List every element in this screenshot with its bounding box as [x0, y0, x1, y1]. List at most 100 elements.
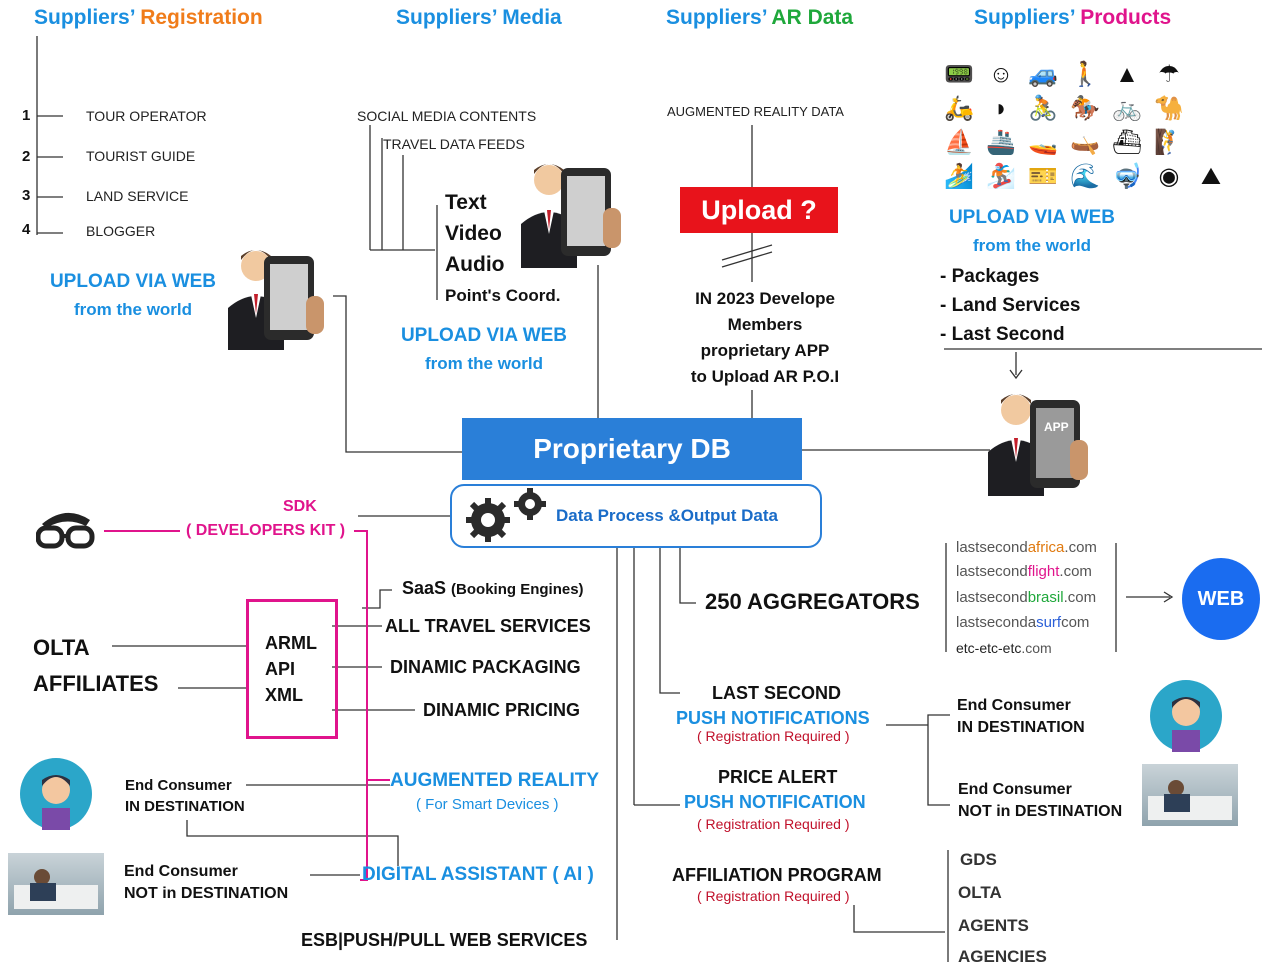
registration-required-2: ( Registration Required ) [697, 816, 850, 832]
paraglider-icon: ☂ [1158, 61, 1180, 88]
businessman-app-phone-icon [988, 394, 1088, 496]
scooter-icon: 🛵 [944, 95, 974, 122]
blank-icon [1190, 126, 1232, 160]
all-travel-services: ALL TRAVEL SERVICES [385, 616, 591, 636]
affiliation-program-label: AFFILIATION PROGRAM [672, 865, 882, 885]
sailboat-icon: ⛵ [944, 129, 974, 156]
blank-icon [1190, 92, 1232, 126]
channel-olta: OLTA [958, 883, 1002, 902]
channel-gds: GDS [960, 850, 997, 869]
data-process-box: Data Process &Output Data [450, 484, 822, 548]
header-media: Suppliers’ Media [396, 6, 562, 29]
push-notification-label: PUSH NOTIFICATION [684, 792, 866, 812]
media-feed-social: SOCIAL MEDIA CONTENTS [357, 108, 537, 124]
kayak-icon: 🛶 [1070, 129, 1100, 156]
registration-required-1: ( Registration Required ) [697, 728, 850, 744]
registration-num-2: 2 [22, 148, 31, 165]
horse-rider-icon: 🏇 [1070, 95, 1100, 122]
rock-climb-icon: ⛰ [1200, 163, 1222, 190]
media-type-audio: Audio [445, 253, 505, 276]
businessman-phone-icon [521, 164, 621, 268]
media-type-video: Video [445, 222, 502, 245]
right-consumer-in-destination: End Consumer IN DESTINATION [957, 697, 1085, 736]
channel-agents: AGENTS [958, 916, 1029, 935]
header-ar-data: Suppliers’ AR Data [666, 6, 854, 29]
cruise-ship-icon: 🚢 [986, 129, 1016, 156]
consumer-avatar-icon [20, 758, 92, 830]
consumer-avatar-icon [1150, 680, 1222, 752]
products-upload-cta: UPLOAD VIA WEB from the world [948, 207, 1116, 255]
speedboat-icon: 🚤 [1028, 129, 1058, 156]
site-lastsecondbrasil[interactable]: lastsecondbrasil.com [956, 589, 1097, 606]
bicycle-icon: 🚲 [1112, 95, 1142, 122]
registration-item-tourist-guide: TOURIST GUIDE [86, 148, 196, 164]
registration-item-tour-operator: TOUR OPERATOR [86, 108, 207, 124]
augmented-reality-label: AUGMENTED REALITY [390, 770, 599, 791]
cyclist-icon: 🚴 [1028, 95, 1058, 122]
camel-icon: 🐪 [1154, 95, 1184, 122]
climber-icon: 🧗 [1154, 129, 1184, 156]
jeep-icon: 🚙 [1028, 61, 1058, 88]
media-type-coord: Point's Coord. [445, 286, 561, 305]
augmented-reality-sub: ( For Smart Devices ) [416, 796, 559, 813]
snowboard-icon: 🏂 [986, 163, 1016, 190]
gps-icon: 📟 [944, 61, 974, 88]
tent-icon: ▲ [1115, 61, 1139, 88]
olta-label: OLTA [33, 635, 90, 660]
registration-upload-cta: UPLOAD VIA WEB from the world [49, 271, 217, 319]
sdk-label: SDK [283, 498, 317, 515]
windsurf-icon: 🏄 [944, 163, 974, 190]
esb-web-services: ESB|PUSH/PULL WEB SERVICES [301, 930, 588, 950]
site-lastsecondflight[interactable]: lastsecondflight.com [956, 563, 1092, 580]
registration-num-3: 3 [22, 187, 31, 204]
registration-num-4: 4 [22, 221, 31, 238]
digital-assistant-label: DIGITAL ASSISTANT ( AI ) [362, 864, 594, 885]
businessman-phone-icon [228, 250, 324, 350]
dinamic-pricing: DINAMIC PRICING [423, 700, 580, 720]
last-second-label: LAST SECOND [712, 683, 842, 703]
ticket-icon: 🎫 [1028, 163, 1058, 190]
relaxing-man-photo [8, 853, 104, 915]
price-alert-label: PRICE ALERT [718, 767, 838, 787]
app-label: APP [1044, 420, 1069, 434]
media-type-text: Text [445, 191, 487, 214]
products-list: - Packages - Land Services - Last Second [940, 266, 1081, 345]
developer-glasses-icon [36, 512, 95, 549]
media-feed-travel: TRAVEL DATA FEEDS [383, 136, 525, 152]
jetski-icon: ⛴ [1111, 129, 1143, 156]
aggregators-title: 250 AGGREGATORS [705, 589, 920, 614]
registration-item-land-service: LAND SERVICE [86, 188, 189, 204]
registration-required-3: ( Registration Required ) [697, 888, 850, 904]
left-consumer-in-destination: End Consumer IN DESTINATION [125, 777, 245, 815]
left-consumer-not-destination: End Consumer NOT in DESTINATION [124, 863, 289, 902]
site-etc: etc-etc-etc.com [956, 640, 1052, 656]
saas-label: SaaS (Booking Engines) [402, 578, 584, 598]
boat-face-icon: ☺ [988, 61, 1014, 88]
arml-api-xml-box: ARML API XML [246, 599, 338, 739]
web-circle[interactable]: WEB [1182, 558, 1260, 640]
registration-num-1: 1 [22, 107, 31, 124]
blank-icon [1190, 58, 1232, 92]
site-lastsecondafrica[interactable]: lastsecondafrica.com [956, 539, 1097, 556]
gears-icon [466, 488, 546, 542]
surfer-icon: 🌊 [1070, 163, 1100, 190]
header-registration: Suppliers’ Registration [34, 6, 263, 29]
data-process-label: Data Process &Output Data [556, 506, 778, 525]
proprietary-db-box: Proprietary DB [462, 418, 802, 480]
site-lastsecondasurf[interactable]: lastsecondasurfcom [956, 614, 1090, 631]
ar-app-note: IN 2023 Develope Members proprietary APP… [690, 289, 840, 386]
developers-kit-label: ( DEVELOPERS KIT ) [186, 522, 346, 539]
hiker-icon: 🚶 [1070, 61, 1100, 88]
diver-icon: 🤿 [1112, 163, 1142, 190]
upload-question-banner: Upload ? [680, 187, 838, 233]
snorkel-icon: ◉ [1158, 163, 1180, 190]
dinamic-packaging: DINAMIC PACKAGING [390, 657, 581, 677]
header-products: Suppliers’ Products [974, 6, 1172, 29]
right-consumer-not-destination: End Consumer NOT in DESTINATION [958, 781, 1123, 820]
relaxing-man-photo [1142, 764, 1238, 826]
registration-item-blogger: BLOGGER [86, 223, 156, 239]
media-upload-cta: UPLOAD VIA WEB from the world [400, 325, 568, 373]
product-activity-icons: 📟 ☺ 🚙 🚶 ▲ ☂ 🛵 ◗ 🚴 🏇 🚲 🐪 ⛵ 🚢 🚤 🛶 ⛴ 🧗 🏄 🏂 … [938, 58, 1232, 194]
kite-icon: ◗ [993, 95, 1009, 122]
